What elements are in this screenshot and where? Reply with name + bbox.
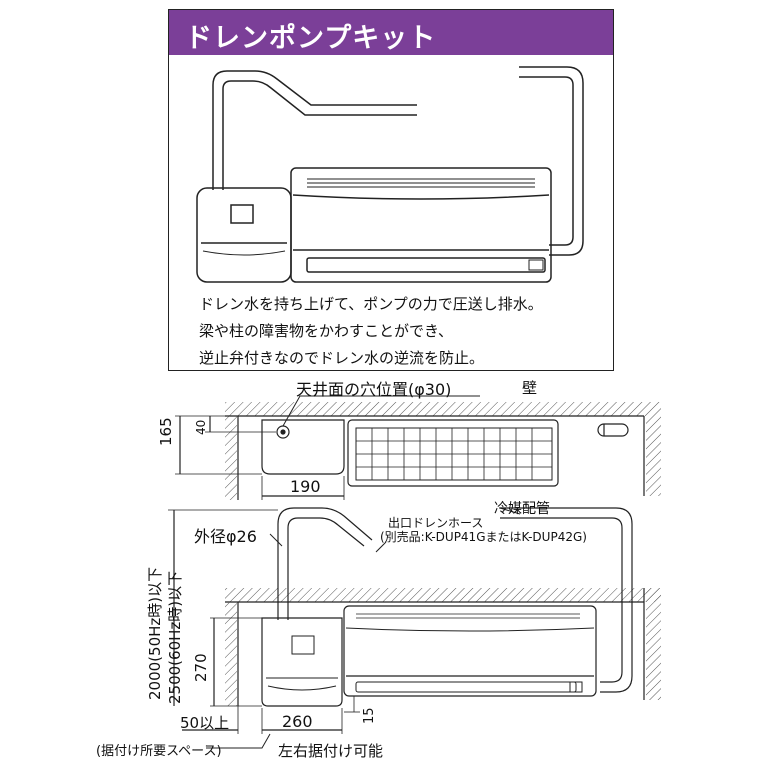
dim-165-label: 165 xyxy=(157,417,175,446)
outlet-hose-label-1: 出口ドレンホース xyxy=(388,516,484,530)
ceiling-hatch-side xyxy=(225,588,661,602)
refrigerant-pipe-inner xyxy=(519,76,574,246)
refrigerant-pipe-side xyxy=(500,507,633,693)
dim-50-label: 50以上 xyxy=(180,714,230,732)
left-right-label: 左右据付け可能 xyxy=(278,742,384,760)
outer-diameter-label: 外径φ26 xyxy=(194,527,257,546)
dim-190-label: 190 xyxy=(290,477,321,496)
install-space-label: (据付け所要スペース) xyxy=(96,744,222,759)
description-line-2: 梁や柱の障害物をかわすことができ、 xyxy=(199,322,453,340)
height-60hz-label: 2500(60Hz時)以下 xyxy=(166,570,184,704)
description-line-1: ドレン水を持ち上げて、ポンプの力で圧送し排水。 xyxy=(199,295,543,313)
title-band: ドレンポンプキット xyxy=(169,10,613,55)
ceiling-hole-label: 天井面の穴位置(φ30) xyxy=(296,380,452,399)
product-box: ドレンポンプキット ドレン水を持ち上げて、ポンプの力で圧送し排水。 梁 xyxy=(168,9,614,371)
refrigerant-pipe-label: 冷媒配管 xyxy=(494,501,550,517)
drain-pipe-inner xyxy=(222,80,417,190)
wall-label: 壁 xyxy=(522,379,538,397)
ceiling-hatch-top xyxy=(225,402,661,416)
dim-270-label: 270 xyxy=(192,653,210,682)
height-50hz-label: 2000(50Hz時)以下 xyxy=(146,566,164,700)
refrigerant-pipe-outer xyxy=(519,66,584,256)
outlet-hose-label-2: (別売品:K-DUP41GまたはK-DUP42G) xyxy=(380,530,587,544)
description-line-3: 逆止弁付きなのでドレン水の逆流を防止。 xyxy=(199,349,485,367)
dim-15-label: 15 xyxy=(362,707,377,724)
indoor-unit-top-view xyxy=(347,419,559,487)
drain-pipe-outer xyxy=(212,70,417,190)
pump-side-view xyxy=(261,617,343,707)
wall-hatch-top xyxy=(646,416,661,496)
pump-unit xyxy=(196,187,292,283)
dim-260-label: 260 xyxy=(282,712,313,731)
pump-top-view xyxy=(261,419,345,475)
drain-pipe-side xyxy=(277,507,373,620)
product-illustration xyxy=(196,66,584,283)
wall-hatch-side xyxy=(646,588,661,700)
indoor-unit-side-view xyxy=(343,605,597,697)
dim-40-label: 40 xyxy=(194,419,208,435)
product-title: ドレンポンプキット xyxy=(185,23,437,54)
